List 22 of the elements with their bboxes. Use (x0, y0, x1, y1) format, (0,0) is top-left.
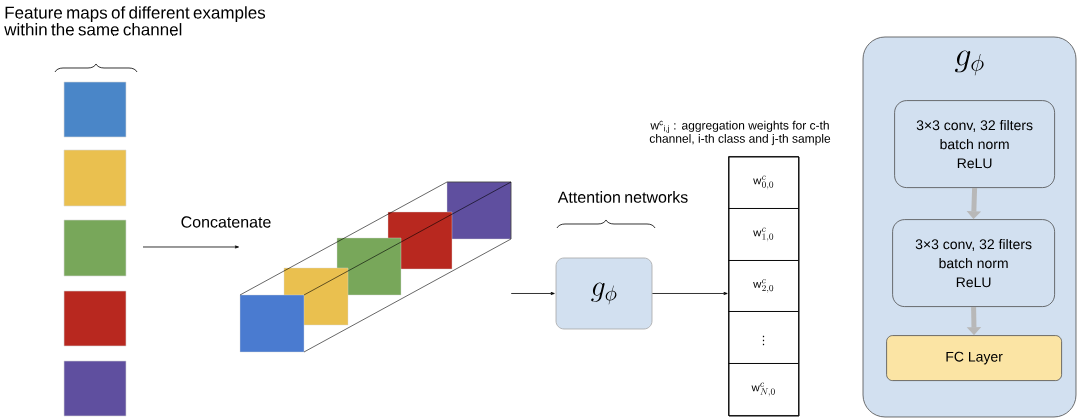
weight-cell: $\mathsf{w}^{c}_{2,0}$ (728, 260, 799, 312)
network-box: $g_{\phi}$ (555, 257, 653, 330)
feature-map-square (63, 149, 127, 207)
weight-cell: $\mathsf{w}^{c}_{0,0}$ (728, 156, 799, 209)
weight-column (728, 156, 800, 417)
fc-layer-box: FC Layer (886, 335, 1062, 381)
heading-text: Attention networks (557, 191, 688, 203)
feature-map-square (63, 81, 127, 138)
arrow (652, 291, 728, 295)
heading-text: Feature maps of different examples within the same channel (4, 6, 266, 36)
arrow (510, 291, 555, 295)
feature-map-square (63, 360, 127, 417)
edge-label: Concatenate (179, 215, 273, 229)
conv-block: 3×3 conv, 32 filters batch norm ReLU (894, 100, 1055, 188)
weight-cell: $\vdots$ (728, 311, 799, 364)
weight-cell: $\mathsf{w}^{c}_{N,0}$ (728, 363, 799, 416)
conv-block: 3×3 conv, 32 filters batch norm ReLU (892, 219, 1055, 307)
weight-cell: $\mathsf{w}^{c}_{1,0}$ (728, 208, 799, 261)
feature-map-square (63, 219, 127, 277)
feature-map-square (63, 290, 127, 347)
caption-text: w$^{c}$$_{i,j}$ : aggregation weights for c-th channel, i-th class and j-th sample (649, 120, 831, 146)
arrow (142, 245, 239, 249)
